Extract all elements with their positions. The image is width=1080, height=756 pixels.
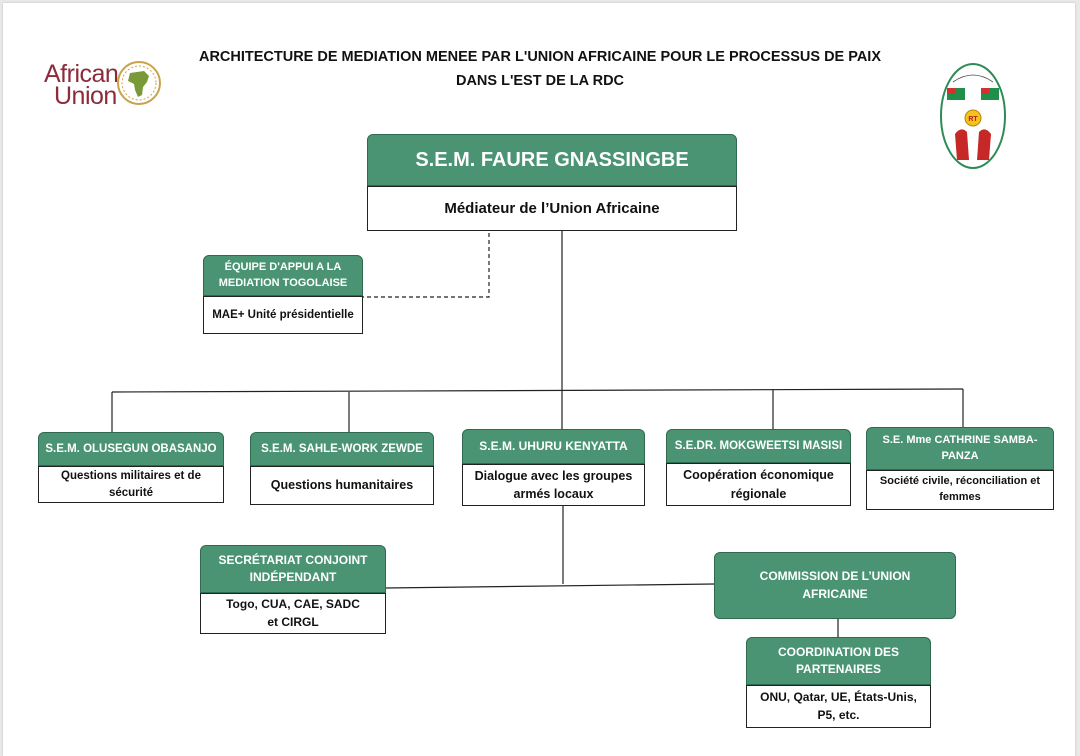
secretariat-title-box: SECRÉTARIAT CONJOINT INDÉPENDANT — [200, 545, 386, 593]
connector-support-team-dashed — [363, 233, 490, 298]
facilitator-kenyatta-role-box: Dialogue avec les groupes armés locaux — [462, 464, 645, 506]
facilitator-masisi-name-box: S.E.DR. MOKGWEETSI MASISI — [666, 429, 851, 463]
facilitator-obasanjo-name-box: S.E.M. OLUSEGUN OBASANJO — [38, 432, 224, 466]
support-team-title-box: ÉQUIPE D'APPUI A LA MEDIATION TOGOLAISE — [203, 255, 363, 296]
au-logo-word2: Union — [54, 82, 117, 110]
togo-emblem-initials: RT — [968, 116, 978, 123]
facilitator-masisi-role-box: Coopération économique régionale — [666, 463, 851, 506]
document-page — [3, 3, 1075, 756]
coordination-detail-box: ONU, Qatar, UE, États-Unis, P5, etc. — [746, 685, 931, 728]
commission-box: COMMISSION DE L’UNION AFRICAINE — [714, 552, 956, 619]
facilitator-obasanjo-role-box: Questions militaires et de sécurité — [38, 466, 224, 503]
mediator-name-box: S.E.M. FAURE GNASSINGBE — [367, 134, 737, 186]
au-logo-word1: African — [44, 60, 119, 88]
facilitator-zewde-role-box: Questions humanitaires — [250, 466, 434, 505]
facilitator-kenyatta-name-box: S.E.M. UHURU KENYATTA — [462, 429, 645, 464]
facilitator-samba-panza-name-box: S.E. Mme CATHRINE SAMBA-PANZA — [866, 427, 1054, 470]
support-team-detail-box: MAE+ Unité présidentielle — [203, 296, 363, 334]
coordination-title-box: COORDINATION DES PARTENAIRES — [746, 637, 931, 685]
connector-secretariat-commission — [385, 583, 715, 589]
connector-facilitators-bar — [111, 388, 964, 393]
africa-map-emblem-icon — [117, 61, 161, 105]
secretariat-detail-box: Togo, CUA, CAE, SADC et CIRGL — [200, 593, 386, 634]
facilitator-samba-panza-role-box: Société civile, réconciliation et femmes — [866, 470, 1054, 510]
mediator-role-box: Médiateur de l’Union Africaine — [367, 186, 737, 231]
page-title-line2: DANS L'EST DE LA RDC — [455, 73, 625, 89]
page-title-line1: ARCHITECTURE DE MEDIATION MENEE PAR L'UN… — [198, 49, 882, 65]
facilitator-zewde-name-box: S.E.M. SAHLE-WORK ZEWDE — [250, 432, 434, 466]
togo-coat-of-arms-icon: RT — [940, 63, 1006, 169]
